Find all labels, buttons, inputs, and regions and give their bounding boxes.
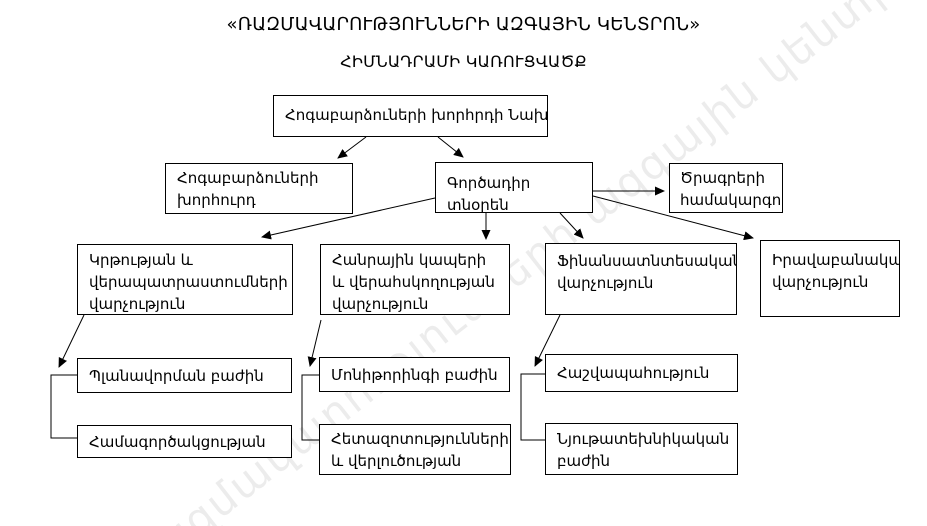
arrow-chairman-board: [337, 136, 367, 159]
org-node-financial-economic-dept: Ֆինանսատնտեսական վարչություն: [545, 243, 737, 315]
org-node-planning-division: Պլանավորման բաժին: [77, 358, 292, 393]
bracket-finance-divisions: [520, 373, 545, 441]
org-node-board-of-trustees: Հոգաբարձուների խորհուրդ: [165, 163, 353, 214]
org-node-chairman: Հոգաբարձուների խորհրդի Նախագահ: [273, 95, 548, 137]
page-title: «ՌԱԶՄԱՎԱՐՈՒԹՅՈՒՆՆԵՐԻ ԱԶԳԱՅԻՆ ԿԵՆՏՐՈՆ»: [226, 14, 701, 35]
org-node-logistics-division: Նյութատեխնիկական բաժին: [545, 423, 738, 475]
bracket-public-divisions: [301, 374, 319, 441]
page-subtitle: ՀԻՄՆԱԴՐԱՄԻ ԿԱՌՈՒՑՎԱԾՔ: [340, 52, 587, 71]
bracket-education-divisions: [50, 374, 77, 439]
org-node-cooperation-division: Համագործակցության բաժին: [77, 425, 292, 458]
org-node-public-relations-dept: Հանրային կապերի և վերահսկողության վարչու…: [320, 244, 510, 315]
org-node-executive-director: Գործադիր տնօրեն: [435, 162, 593, 213]
org-node-programs-coordinator: Ծրագրերի համակարգող: [669, 163, 783, 213]
arrow-director-finance: [559, 212, 584, 239]
org-node-legal-dept: Իրավաբանական վարչություն: [760, 240, 900, 317]
org-node-accounting: Հաշվապահություն: [545, 354, 738, 392]
org-node-education-training-dept: Կրթության և վերապատրաստումների վարչությո…: [77, 244, 293, 315]
org-node-monitoring-division: Մոնիթորինգի բաժին: [319, 357, 510, 392]
org-node-research-analysis-division: Հետազոտությունների և վերլուծության բաժին: [319, 424, 511, 475]
arrow-chairman-director: [437, 136, 464, 158]
